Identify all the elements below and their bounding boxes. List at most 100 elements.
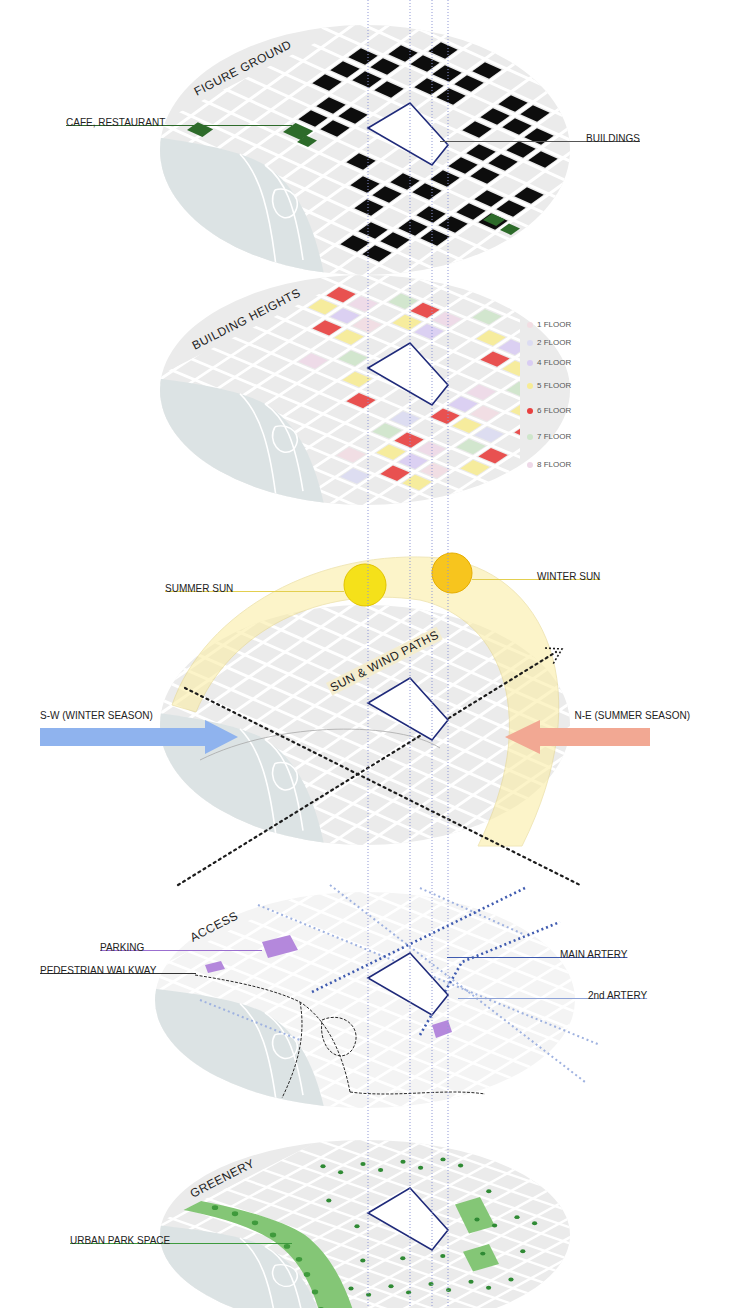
tree (326, 1198, 331, 1202)
legend-text: 5 FLOOR (537, 381, 571, 391)
legend-swatch (527, 360, 533, 366)
height-block (388, 294, 417, 309)
secondary-artery (420, 888, 525, 935)
legend-item: 8 FLOOR (527, 460, 571, 470)
tree (320, 1164, 325, 1168)
tree (360, 1162, 365, 1166)
legend-swatch (527, 408, 533, 414)
map-layer: BUILDING HEIGHTS (160, 275, 570, 505)
callout-label: MAIN ARTERY (560, 949, 627, 961)
legend-item: 5 FLOOR (527, 381, 571, 391)
cafe-block (483, 214, 505, 227)
building-block (454, 75, 483, 92)
height-block (502, 361, 520, 376)
site-outline (368, 678, 448, 740)
layer-title: SUN & WIND PATHS (326, 627, 443, 696)
tree (520, 1249, 525, 1253)
height-block (336, 447, 365, 462)
layer-ellipse (160, 25, 570, 275)
building-block (338, 107, 367, 124)
winter-wind-arrow (40, 720, 238, 754)
height-block (330, 308, 359, 323)
height-block (346, 393, 375, 408)
legend-item: 4 FLOOR (527, 358, 571, 368)
pedestrian-path (195, 975, 350, 1092)
building-block (462, 121, 491, 138)
projection-line (368, 0, 369, 1308)
building-block (496, 200, 525, 217)
building-block (354, 199, 383, 216)
building-block (388, 45, 417, 62)
label-holder: PARKING (100, 937, 144, 955)
building-block (448, 157, 477, 174)
parking-lot (432, 1020, 452, 1038)
height-block (448, 397, 477, 412)
label-holder: MAIN ARTERY (560, 944, 627, 962)
tree (508, 1277, 513, 1281)
height-block (312, 320, 341, 335)
tree (338, 1170, 343, 1174)
legend-swatch (527, 322, 533, 328)
water-area (140, 987, 327, 1121)
height-block (390, 411, 419, 426)
tree (474, 1217, 479, 1221)
tree (440, 1157, 445, 1161)
callout-label: WINTER SUN (537, 571, 600, 583)
height-block (352, 317, 381, 332)
legend-text: 7 FLOOR (537, 432, 571, 442)
tree (400, 1160, 405, 1164)
height-block (308, 299, 337, 314)
label-holder: WINTER SUN (537, 566, 600, 584)
callout-label: SUMMER SUN (165, 583, 233, 595)
tree (296, 1257, 302, 1262)
building-block (374, 81, 403, 98)
winter-sun (432, 553, 472, 593)
sun-path-band (172, 557, 559, 846)
layer-title: BUILDING HEIGHTS (188, 285, 305, 354)
parking-lot (205, 961, 225, 973)
park-area (455, 1197, 495, 1233)
access-drawing (195, 885, 600, 1098)
building-block (438, 216, 467, 233)
callout-label: PEDESTRIAN WALKWAY (40, 965, 156, 977)
building-block (474, 190, 503, 207)
parking-lot (262, 935, 298, 958)
height-block (470, 406, 499, 421)
layer-title: ACCESS (186, 908, 242, 946)
map-layer: GREENERY (160, 1140, 570, 1308)
tree (318, 1307, 324, 1308)
building-block (414, 78, 443, 95)
height-block (398, 454, 427, 469)
tree (480, 1252, 485, 1256)
label-holder: 2nd ARTERY (588, 985, 647, 1003)
height-block (298, 353, 327, 368)
height-block (430, 409, 459, 424)
legend-item: 1 FLOOR (527, 320, 571, 330)
legend-item: 6 FLOOR (527, 406, 571, 416)
height-block (394, 432, 423, 447)
height-block (410, 303, 439, 318)
height-block (326, 287, 355, 302)
water-area (140, 135, 327, 290)
tree (270, 1233, 276, 1238)
height-block (348, 296, 377, 311)
building-block (524, 128, 553, 145)
height-block (460, 460, 489, 475)
height-block (420, 463, 449, 478)
building-block (350, 176, 379, 193)
cafe-block (500, 224, 520, 236)
building-block (456, 203, 485, 220)
height-block (416, 442, 445, 457)
building-block (428, 42, 457, 59)
building-block (298, 110, 327, 127)
pedestrian-path (282, 1002, 302, 1098)
sun-wind-drawing (40, 553, 650, 885)
building-block (330, 61, 359, 78)
tree (458, 1163, 463, 1167)
callout-label: PARKING (100, 942, 144, 954)
water-area (140, 376, 327, 519)
height-block (334, 329, 363, 344)
wind-line (185, 688, 580, 885)
